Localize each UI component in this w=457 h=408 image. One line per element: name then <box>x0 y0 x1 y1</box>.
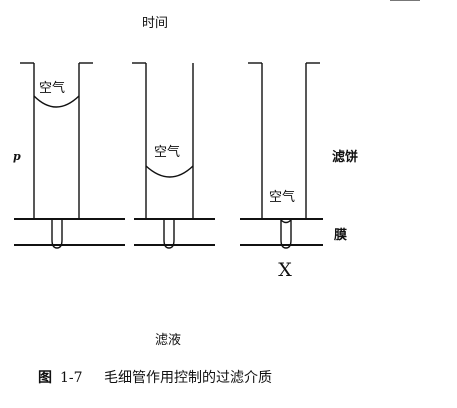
time-label: 时间 <box>142 16 168 31</box>
pressure-label: p <box>13 150 21 163</box>
meniscus-2 <box>145 165 194 178</box>
air-label-1: 空气 <box>39 80 65 96</box>
membrane-label: 膜 <box>334 227 347 243</box>
figure-caption: 图 1-7 毛细管作用控制的过滤介质 <box>38 370 272 386</box>
pore-2 <box>163 219 175 249</box>
air-label-3: 空气 <box>269 189 295 205</box>
caption-text: 毛细管作用控制的过滤介质 <box>104 370 272 386</box>
capillary-tube-1 <box>20 62 93 249</box>
capillary-tube-2 <box>132 62 194 249</box>
air-label-2: 空气 <box>154 144 180 160</box>
capillary-tube-3 <box>248 62 320 249</box>
pore-3 <box>280 219 292 249</box>
x-mark-label: X <box>278 259 292 281</box>
filter-cake-label: 滤饼 <box>332 149 358 165</box>
caption-number: 1-7 <box>60 370 83 386</box>
meniscus-3 <box>280 219 292 224</box>
meniscus-1 <box>33 95 80 108</box>
top-edge-mark <box>390 0 420 1</box>
filtrate-label: 滤液 <box>155 333 181 348</box>
pore-1 <box>51 219 63 249</box>
caption-prefix: 图 <box>38 370 52 386</box>
